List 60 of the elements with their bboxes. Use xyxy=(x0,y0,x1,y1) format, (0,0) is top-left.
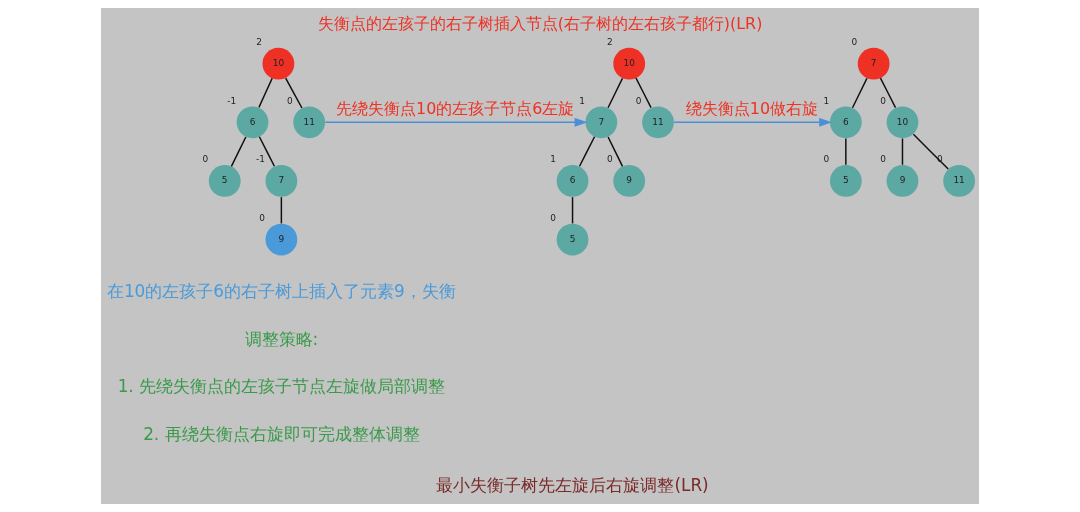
caption: 最小失衡子树先左旋后右旋调整(LR) xyxy=(436,474,709,495)
node-label: 0 xyxy=(823,154,830,165)
node-circle: 7 xyxy=(265,165,298,197)
label: 1. 先绕失衡点的左孩子节点左旋做局部调整 xyxy=(117,376,446,397)
connector xyxy=(607,77,624,109)
connector xyxy=(851,77,868,109)
node-label: 0 xyxy=(880,154,886,165)
node-label: 0 xyxy=(635,95,642,106)
connector xyxy=(258,77,273,109)
node-circle: 7 xyxy=(857,47,890,80)
node-circle: 7 xyxy=(585,106,618,139)
node-label: 0 xyxy=(606,154,613,165)
node-label: 1 xyxy=(823,95,830,106)
node-label: -1 xyxy=(256,154,265,165)
label: 在10的左孩子6的右子树上插入了元素9，失衡 xyxy=(106,280,456,301)
node-circle: 9 xyxy=(613,165,646,197)
connector xyxy=(607,136,624,168)
label: 2. 再绕失衡点右旋即可完成整体调整 xyxy=(143,423,420,444)
node-label: -1 xyxy=(227,95,237,106)
node-circle: 5 xyxy=(208,165,241,197)
node-label: 0 xyxy=(286,95,293,106)
connector xyxy=(230,136,247,168)
edge-label: 先绕失衡点10的左孩子节点6左旋 xyxy=(336,99,575,119)
connector xyxy=(258,136,276,167)
node-circle: 10 xyxy=(262,47,295,80)
node-circle: 11 xyxy=(943,165,975,197)
node-circle: 6 xyxy=(236,106,269,139)
node-label: 0 xyxy=(550,212,557,223)
connector xyxy=(879,77,897,109)
edge-label: 绕失衡点10做右旋 xyxy=(685,99,819,119)
node-label: 0 xyxy=(259,212,265,223)
node-circle: 6 xyxy=(556,165,589,197)
node-circle: 6 xyxy=(829,106,862,139)
connector xyxy=(901,137,904,166)
node-circle: 10 xyxy=(886,106,919,139)
node-label: 1 xyxy=(579,95,585,106)
node-circle: 11 xyxy=(293,106,326,139)
node-circle: 11 xyxy=(642,106,674,139)
node-label: 2 xyxy=(256,37,262,48)
connector xyxy=(845,137,847,166)
node-circle: 10 xyxy=(613,47,646,80)
connector xyxy=(280,196,283,225)
node-label: 1 xyxy=(550,154,557,165)
connector xyxy=(578,136,596,167)
connector xyxy=(571,196,574,225)
connector xyxy=(284,77,303,109)
node-label: 0 xyxy=(880,95,886,106)
arrow xyxy=(324,117,588,127)
node-circle: 9 xyxy=(886,165,919,197)
label: 调整策略: xyxy=(244,328,319,349)
node-circle: 5 xyxy=(829,165,862,197)
node-label: 0 xyxy=(851,37,858,48)
node-label: 2 xyxy=(606,37,613,48)
connector xyxy=(635,77,652,109)
diagram-title: 失衡点的左孩子的右子树插入节点(右子树的左右孩子都行)(LR) xyxy=(317,13,763,33)
node-label: 0 xyxy=(202,154,209,165)
connector xyxy=(912,133,949,170)
arrow xyxy=(673,117,833,127)
node-circle: 5 xyxy=(556,223,589,256)
node-circle: 9 xyxy=(265,223,298,256)
